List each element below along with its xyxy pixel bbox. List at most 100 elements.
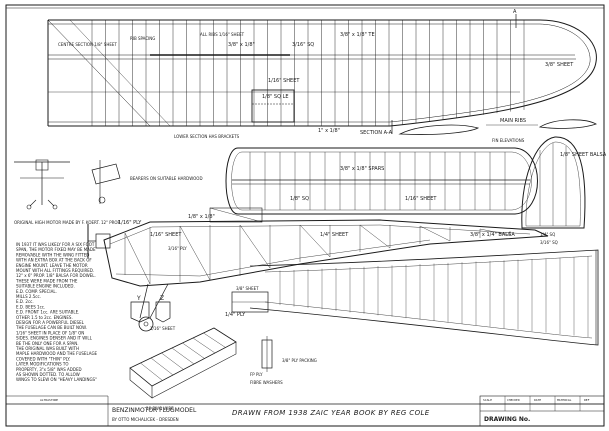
fuselage-isometric: 16 SWG WIRE	[129, 327, 237, 411]
note-line: SUITABLE ENGINE INCLUDED.	[16, 284, 75, 289]
note-line: MILLS 2.5cc.	[16, 294, 41, 299]
notes-block: IN 1937 IT WAS LIKELY FOR A SIX FOOTSPAN…	[15, 242, 98, 382]
title-sub: BY OTTO MICHALICEK - DRESDEN	[112, 417, 179, 422]
sheet-border	[5, 4, 605, 427]
note-line: DESIGN FOR A POWERFUL DIESEL	[16, 320, 85, 325]
label-fin-le: 1/4" SQ	[540, 232, 555, 237]
note-line: 1/16" SHEET IN PLACE OF 1/8" ON	[16, 330, 84, 335]
label-skid: 3/8" x 1/4" BALSA	[470, 232, 515, 238]
table-header-3: MATERIAL	[557, 398, 572, 402]
label-centre-section: CENTRE SECTION 1/8" SHEET	[58, 42, 117, 47]
label-fin-note: 1/8" SHEET BALSA	[560, 152, 607, 158]
note-line: SIDES. ENGINES DENSER AND IT WILL	[16, 336, 93, 341]
maker-stamp: ALTRASTONE	[40, 398, 58, 402]
label-section-aa: SECTION A-A	[360, 130, 393, 136]
rib-line	[192, 337, 216, 354]
former-z: Z	[160, 295, 164, 302]
label-spar: 1" x 1/8"	[318, 128, 340, 134]
note-line: WINGS TO SLEW ON "HEAVY LANDINGS"	[16, 377, 97, 382]
rib-line	[299, 224, 331, 258]
label-stab-spar: 3/8" x 1/8" SPARS	[340, 166, 384, 172]
tailplane-plan: 3/8" x 1/8" SPARS 1/16" SHEET 1/8" SQ	[225, 147, 538, 215]
label-mount-detail: 3/8" SHEET	[236, 286, 259, 291]
rib-line	[419, 225, 451, 242]
label-fin-base: FIN ELEVATIONS	[492, 138, 525, 143]
label-wing-tip: 3/8" SHEET	[545, 62, 574, 68]
note-line: E.D. FRONT 1cc. ARE SUITABLE.	[16, 310, 79, 315]
section-aa: SECTION A-A	[360, 124, 480, 136]
label-le: 1/8" SQ LE	[262, 94, 289, 100]
label-spars-top: 3/8" x 1/8"	[228, 42, 255, 48]
table-header-4: REF	[584, 398, 590, 402]
label-front-ply: 1/16" PLY	[118, 220, 142, 226]
three-view: ORIGINAL HIGH MOTOR MADE BY F. KOERT. 12…	[14, 159, 121, 225]
label-longeron: 1/8" x 1/8"	[188, 214, 215, 220]
table-header-2: DATE	[534, 398, 541, 402]
note-line: LATER MODIFICATIONS TO	[16, 362, 69, 367]
label-rib-spacing: RIB SPACING	[130, 36, 155, 41]
rib-line	[179, 225, 211, 281]
label-sq: 3/16" SQ	[292, 42, 314, 48]
note-line: THE FUSELAGE CAN BE BUILT NOW.	[15, 325, 87, 330]
title-left: BENZINMOTOR FLUGMODEL	[112, 407, 197, 414]
label-sheet: 1/16" SHEET	[268, 78, 300, 84]
label-fin-spar: 3/16" SQ	[540, 240, 558, 245]
rib-line	[124, 232, 151, 285]
label-wire: 16 SWG WIRE	[146, 406, 174, 411]
rib-line	[239, 224, 271, 269]
label-ply-note: 1/4" PLY	[225, 312, 246, 318]
former-y: Y	[136, 295, 141, 302]
note-line: THESE WERE MADE FROM THE	[15, 278, 78, 283]
fuselage-plan	[249, 249, 599, 346]
rib-line	[359, 224, 391, 249]
note-line: ENGINE MOUNT. LEAVE THE MOTOR	[16, 263, 88, 268]
title-block: ALTRASTONE BENZINMOTOR FLUGMODEL BY OTTO…	[6, 395, 605, 427]
label-ply-packing: 3/8" PLY PACKING	[282, 358, 317, 363]
table-header-1: CHECKED	[507, 398, 520, 402]
note-line: E.D. 2cc.	[16, 299, 34, 304]
note-line: SPAN, THE MOTOR FIXED MAY BE MADE	[16, 247, 96, 252]
note-line: BE THE ONLY ONE FOR A SPAN.	[16, 341, 79, 346]
label-sheet-side: 1/16" SHEET	[150, 232, 182, 238]
rib-line	[161, 352, 184, 370]
formers: Y Z 1/16" SHEET 3/8" SHEET FP PLY FIBRE …	[130, 286, 317, 385]
label-sheet-z: 1/16" SHEET	[150, 326, 176, 331]
rib-line	[150, 357, 174, 376]
note-line: OTHER 1.5 to 2cc. ENGINES.	[16, 315, 73, 320]
note-line: AS SHOWN DOTTED. TO ALLOW	[16, 372, 80, 377]
label-tail-block: 1/4" SHEET	[320, 232, 349, 238]
label-washers: FIBRE WASHERS	[250, 380, 283, 385]
label-lower-section: LOWER SECTION HAS BRACKETS	[174, 134, 240, 139]
label-all-ribs: ALL RIBS 1/16" SHEET	[200, 32, 245, 37]
drawing-no-label: DRAWING No.	[484, 416, 530, 423]
fuselage-side: 1/16" PLY 1/16" SHEET 1/8" x 1/8" 1/4" S…	[87, 207, 549, 332]
rib-line	[479, 228, 511, 236]
rib-line	[182, 342, 205, 359]
label-stab-sheet: 1/16" SHEET	[405, 196, 437, 202]
rib-line	[171, 347, 195, 365]
rib-line	[140, 362, 163, 381]
main-ribs: MAIN RIBS	[486, 118, 597, 129]
note-line: E.D. BEES 1cc.	[16, 304, 45, 309]
note-line: WITH AN EXTRA BOX AT THE BACK OF	[16, 258, 92, 263]
rib-line	[203, 332, 226, 348]
label-mount: 3/16" PLY	[168, 246, 187, 251]
title-center: DRAWN FROM 1938 ZAIC YEAR BOOK BY REG CO…	[232, 409, 430, 417]
note-line: PROPERTY, 3"x 5/8" WAS ADDED	[16, 367, 82, 372]
table-header-0: SCALE	[483, 398, 492, 402]
fin-elevation: 1/8" SHEET BALSA 1/4" SQ 3/16" SQ FIN EL…	[492, 136, 607, 245]
label-te: 3/8" x 1/8" TE	[340, 32, 375, 38]
note-line: REMOVABLE WITH THE WING FITTED	[16, 252, 89, 257]
note-line: COVERED WITH "THIN" PLY.	[16, 356, 70, 361]
note-line: MOUNT WITH ALL FITTINGS REQUIRED.	[16, 268, 94, 273]
label-main-ribs: MAIN RIBS	[500, 118, 526, 124]
label-ply-fp: FP PLY	[250, 372, 263, 377]
note-line: IN 1937 IT WAS LIKELY FOR A SIX FOOT	[16, 242, 95, 247]
label-stab-le: 1/8" SQ	[290, 196, 309, 202]
note-line: THE ORIGINAL WAS BUILT WITH	[15, 346, 79, 351]
section-marker-a: A	[513, 9, 517, 15]
note-line: 12" x 6" PROP. 1/8" BALSA FOR DOWEL.	[16, 273, 96, 278]
label-three-view: ORIGINAL HIGH MOTOR MADE BY F. KOERT. 12…	[14, 220, 121, 225]
note-line: MAPLE HARDWOOD AND THE FUSELAGE	[16, 351, 98, 356]
